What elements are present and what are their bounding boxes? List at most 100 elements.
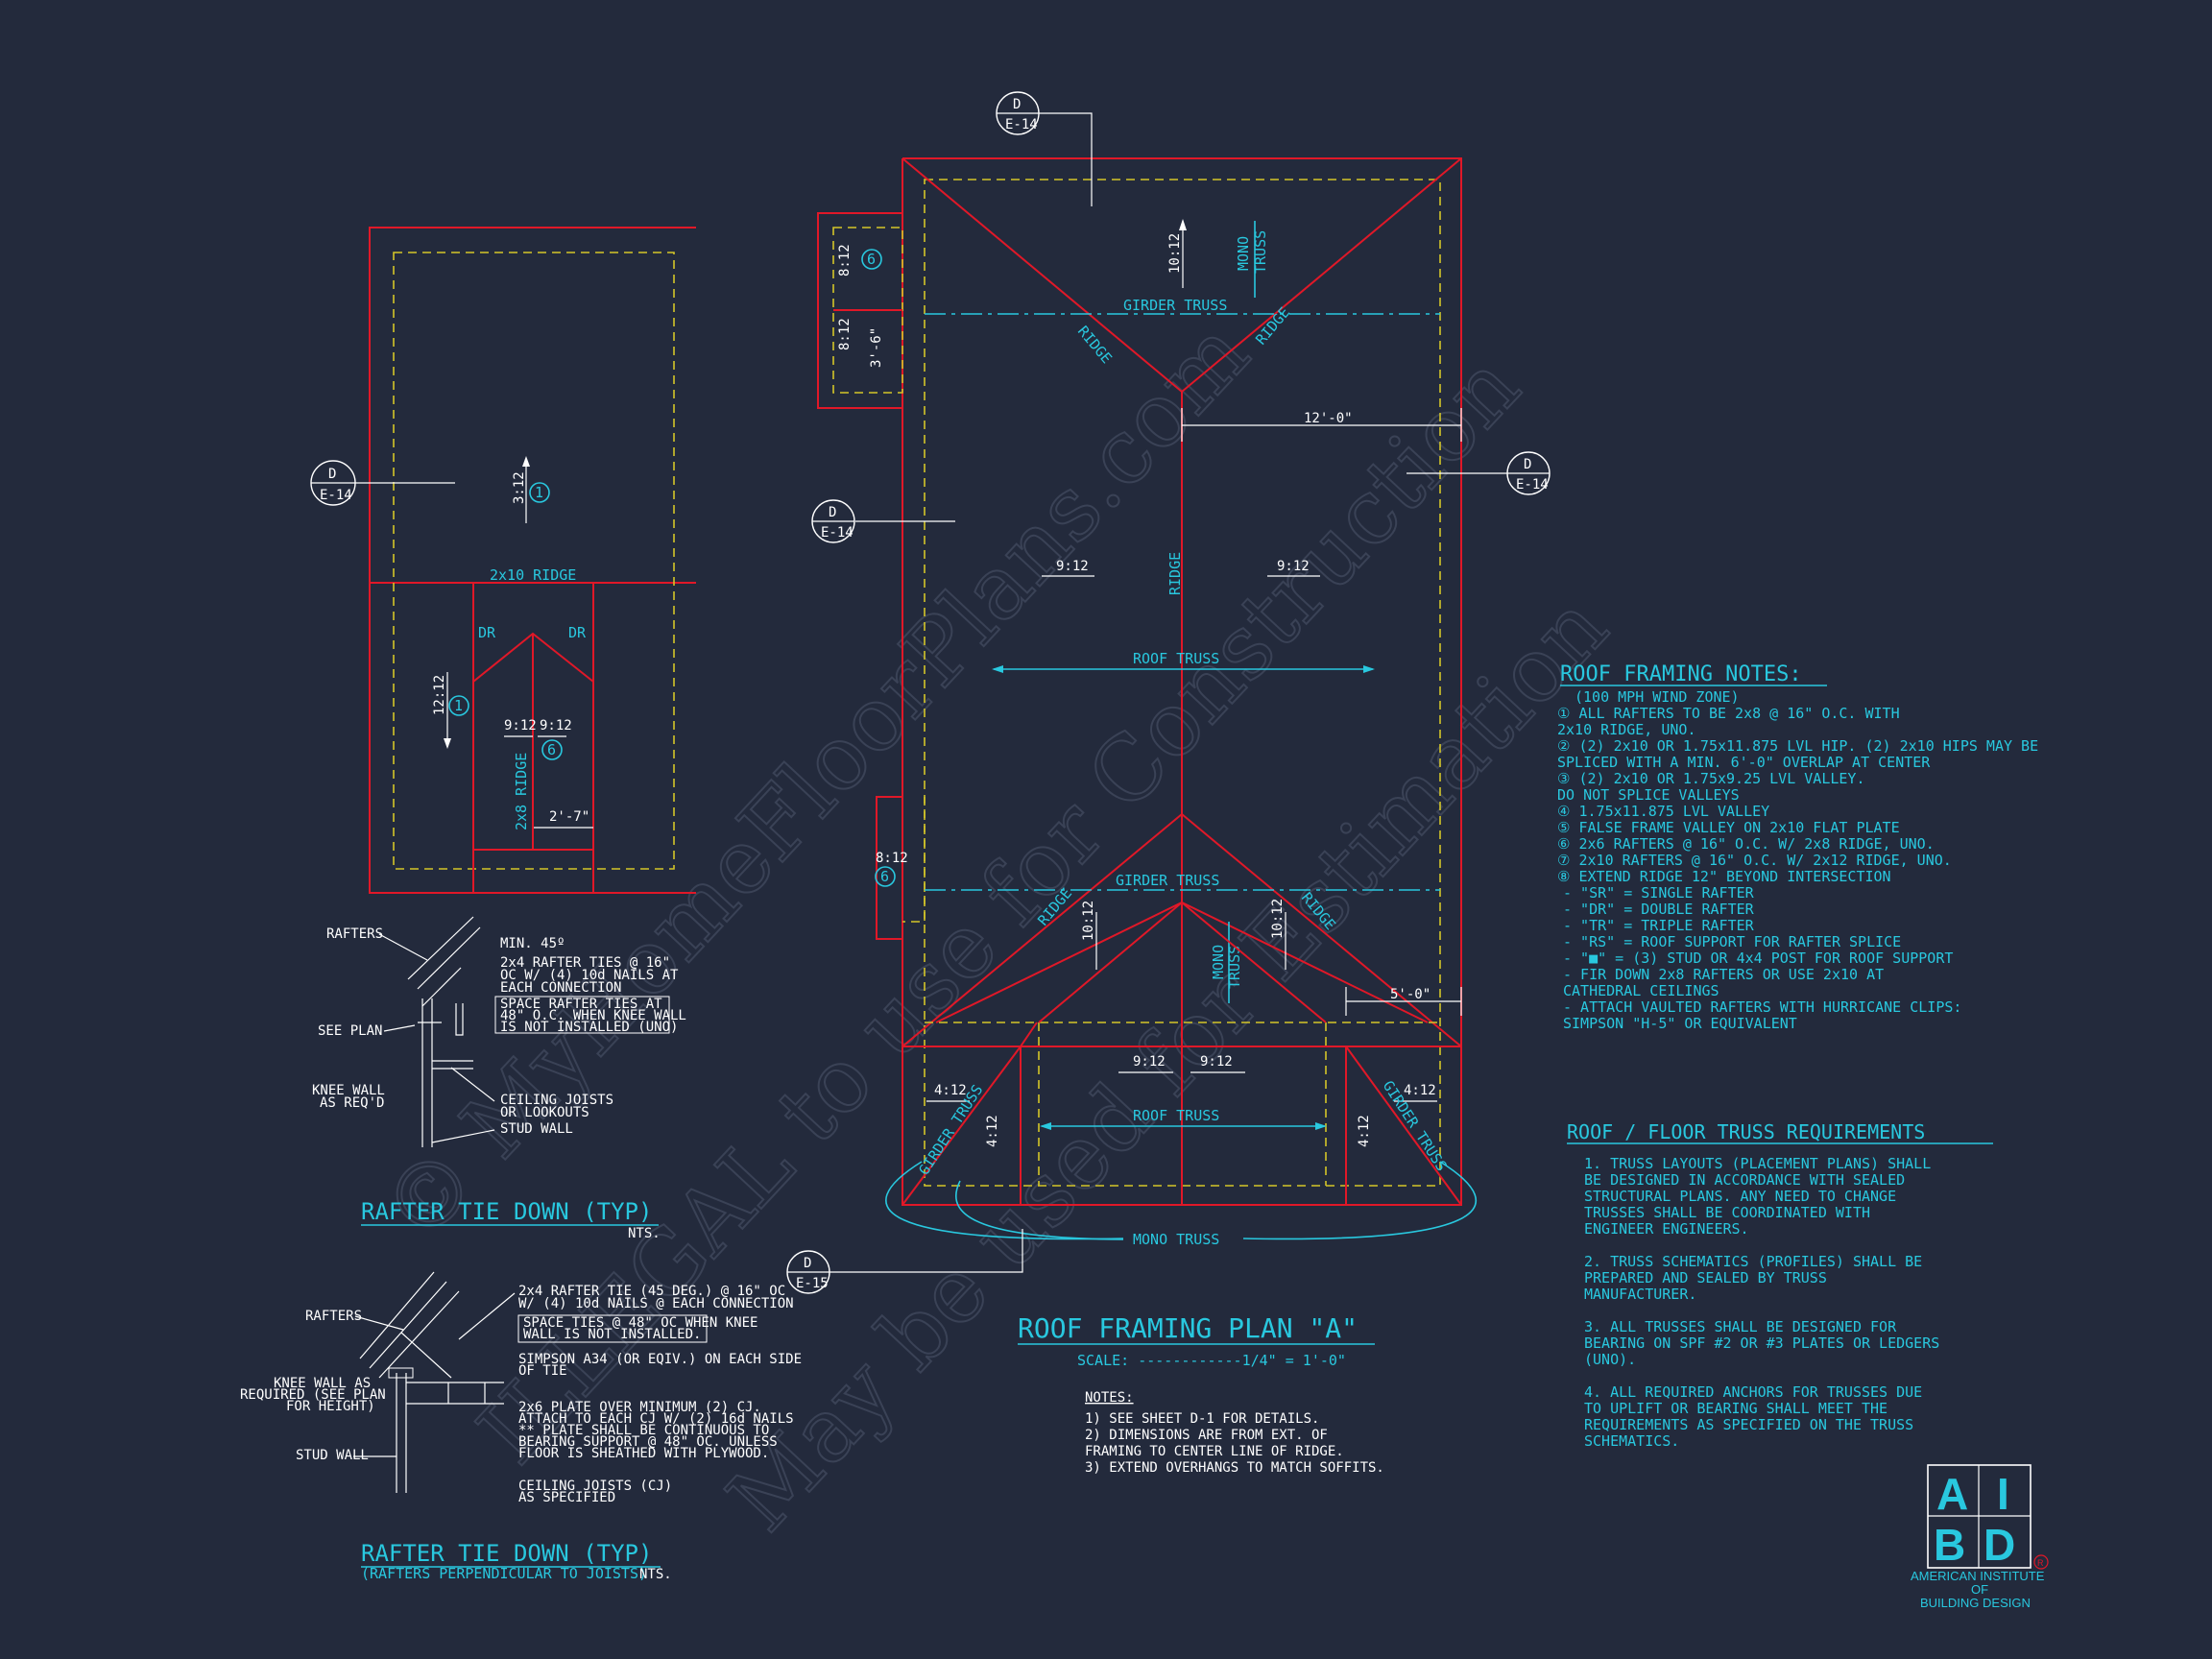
ridge-label-top-left: RIDGE xyxy=(1074,323,1116,367)
truss-req-line: BEARING ON SPF #2 OR #3 PLATES OR LEDGER… xyxy=(1584,1334,1939,1352)
d1-see-plan-leader xyxy=(383,1024,416,1032)
pitch-mid-right: 9:12 xyxy=(1277,559,1310,574)
truss-req-heading: ROOF / FLOOR TRUSS REQUIREMENTS xyxy=(1567,1120,1925,1143)
truss-req-line: SCHEMATICS. xyxy=(1584,1432,1679,1450)
framing-notes-heading: ROOF FRAMING NOTES: xyxy=(1560,662,1802,686)
pitch-porch-right: 9:12 xyxy=(1200,1054,1233,1070)
d2-cj2: AS SPECIFIED xyxy=(518,1490,615,1505)
truss-req-line: 1. TRUSS LAYOUTS (PLACEMENT PLANS) SHALL xyxy=(1584,1155,1931,1172)
framing-note-line: - "DR" = DOUBLE RAFTER xyxy=(1563,901,1755,918)
left-tag-1-left xyxy=(448,695,469,716)
framing-note-line: SPLICED WITH A MIN. 6'-0" OVERLAP AT CEN… xyxy=(1557,754,1931,771)
framing-notes-list: (100 MPH WIND ZONE) ① ALL RAFTERS TO BE … xyxy=(1557,688,2038,1032)
framing-note-line: ⑧ EXTEND RIDGE 12" BEYOND INTERSECTION xyxy=(1557,868,1891,885)
left-tag-6 xyxy=(541,739,563,760)
detail2-top-plate xyxy=(388,1367,414,1379)
mono-truss-label: MONO TRUSS xyxy=(1133,1231,1219,1248)
section-bubble-top: D xyxy=(1013,97,1021,112)
d1-see-plan: SEE PLAN xyxy=(318,1023,382,1039)
d2-tie2: W/ (4) 10d NAILS @ EACH CONNECTION xyxy=(518,1296,794,1311)
truss-req-line: ENGINEER ENGINEERS. xyxy=(1584,1220,1749,1238)
mid-bump-pitch: 8:12 xyxy=(876,851,908,866)
left-tag-1-top xyxy=(529,482,550,503)
truss-req-line: 3. ALL TRUSSES SHALL BE DESIGNED FOR xyxy=(1584,1318,1897,1335)
mono-truss-leader-right xyxy=(1242,1161,1478,1240)
d2-stud: STUD WALL xyxy=(296,1448,369,1463)
detail2-rafter-2 xyxy=(369,1281,447,1369)
section-bubble-sheet: E-14 xyxy=(821,525,854,541)
d1-min45: MIN. 45º xyxy=(500,936,565,951)
framing-note-line: ⑥ 2x6 RAFTERS @ 16" O.C. W/ 2x8 RIDGE, U… xyxy=(1557,835,1935,853)
d2-knee1: KNEE WALL AS xyxy=(274,1376,371,1391)
truss-req-line: MANUFACTURER. xyxy=(1584,1286,1696,1303)
dim-12-text: 12'-0" xyxy=(1304,411,1353,426)
d2-box2: WALL IS NOT INSTALLED. xyxy=(523,1327,701,1342)
left-ridge-label: 2x10 RIDGE xyxy=(490,566,576,584)
porch-left-tick xyxy=(1020,1022,1038,1047)
plan-scale: SCALE: ------------1/4" = 1'-0" xyxy=(1077,1352,1346,1369)
d1-rafters-leader xyxy=(378,933,428,961)
aibd-logo: A I B D R AMERICAN INSTITUTE OF BUILDING… xyxy=(1911,1464,2049,1610)
left-pitch-top: 3:12 xyxy=(512,471,527,504)
porch-left-diag xyxy=(902,1046,1022,1206)
left-roof-plan: 2x10 RIDGE DR DR 2x8 RIDGE 3:12 1 12:12 … xyxy=(369,227,696,894)
left-pitch-a: 9:12 xyxy=(504,718,537,733)
plan-note-4: 3) EXTEND OVERHANGS TO MATCH SOFFITS. xyxy=(1085,1460,1384,1476)
d2-box1: SPACE TIES @ 48" OC WHEN KNEE xyxy=(523,1315,757,1331)
roof-truss-arrow-left xyxy=(992,665,1003,673)
section-leader xyxy=(828,1229,1023,1273)
d1-ties3: EACH CONNECTION xyxy=(500,980,621,996)
d2-knee3: FOR HEIGHT) xyxy=(286,1399,375,1414)
bay-outline xyxy=(817,212,902,409)
truss-req-line: PREPARED AND SEALED BY TRUSS xyxy=(1584,1269,1827,1286)
left-pitch-left-arrowhead xyxy=(444,738,451,749)
d2-rafters-leader xyxy=(354,1315,404,1331)
notes-heading: NOTES: xyxy=(1085,1390,1134,1406)
detail2-rafter-1 xyxy=(359,1271,435,1359)
roof-truss-label: ROOF TRUSS xyxy=(1133,650,1219,667)
ridge-label-top-right: RIDGE xyxy=(1252,303,1293,348)
truss-req-list: 1. TRUSS LAYOUTS (PLACEMENT PLANS) SHALL… xyxy=(1584,1155,1939,1450)
detail2-title: RAFTER TIE DOWN (TYP) xyxy=(361,1540,652,1567)
section-bubble-top: D xyxy=(328,467,336,482)
left-dr-label-1: DR xyxy=(478,624,496,641)
mid-bump-tag-6 xyxy=(875,866,896,887)
logo-letter-b: B xyxy=(1934,1520,1965,1570)
roof-truss-lower-arrow-left xyxy=(1040,1122,1051,1130)
framing-note-line: ③ (2) 2x10 OR 1.75x9.25 LVL VALLEY. xyxy=(1557,770,1865,787)
truss-req-line: TO UPLIFT OR BEARING SHALL MEET THE xyxy=(1584,1400,1887,1417)
framing-note-line: SIMPSON "H-5" OR EQUIVALENT xyxy=(1563,1015,1797,1032)
section-bubble-sheet: E-14 xyxy=(320,488,352,503)
roof-truss-arrow-right xyxy=(1363,665,1375,673)
section-bubble-sheet: E-15 xyxy=(796,1276,829,1291)
d2-knee2: REQUIRED (SEE PLAN xyxy=(240,1387,386,1403)
d1-note-box xyxy=(494,996,670,1034)
logo-letter-a: A xyxy=(1936,1469,1968,1519)
d1-stud: STUD WALL xyxy=(500,1121,573,1137)
framing-note-line: ⑦ 2x10 RAFTERS @ 16" O.C. W/ 2x12 RIDGE,… xyxy=(1557,852,1952,869)
framing-note-line: - "SR" = SINGLE RAFTER xyxy=(1563,884,1755,902)
girder-truss-lower-label: GIRDER TRUSS xyxy=(1116,872,1219,889)
truss-req-line: BE DESIGNED IN ACCORDANCE WITH SEALED xyxy=(1584,1171,1905,1189)
bay-pitch-1: 8:12 xyxy=(837,244,853,276)
left-pitch-b: 9:12 xyxy=(540,718,572,733)
section-bubble-left-main: D E-14 xyxy=(811,499,955,543)
logo-letter-i: I xyxy=(1997,1469,2009,1519)
roof-truss-lower-arrow-right xyxy=(1315,1122,1327,1130)
truss-label-top: TRUSS xyxy=(1252,230,1269,274)
section-bubble-right-main: D E-14 xyxy=(1407,451,1551,495)
truss-req-line: 2. TRUSS SCHEMATICS (PROFILES) SHALL BE xyxy=(1584,1253,1922,1270)
logo-registered-text: R xyxy=(2037,1558,2044,1568)
framing-note-line: - "■" = (3) STUD OR 4x4 POST FOR ROOF SU… xyxy=(1563,950,1953,967)
pitch-4-left: 4:12 xyxy=(934,1083,967,1098)
d2-plate2: ATTACH TO EACH CJ W/ (2) 16d NAILS xyxy=(518,1411,794,1427)
left-plan-outline xyxy=(369,227,696,894)
left-pitch-left: 12:12 xyxy=(432,675,447,715)
logo-name-2: OF xyxy=(1971,1582,1988,1597)
framing-note-line: DO NOT SPLICE VALLEYS xyxy=(1557,786,1740,804)
section-bubble-sheet: E-14 xyxy=(1516,477,1549,493)
d2-simp2: OF TIE xyxy=(518,1363,567,1379)
logo-name-1: AMERICAN INSTITUTE xyxy=(1911,1569,2045,1583)
truss-req-line: REQUIREMENTS AS SPECIFIED ON THE TRUSS xyxy=(1584,1416,1913,1433)
section-bubble-top: D xyxy=(829,505,836,520)
